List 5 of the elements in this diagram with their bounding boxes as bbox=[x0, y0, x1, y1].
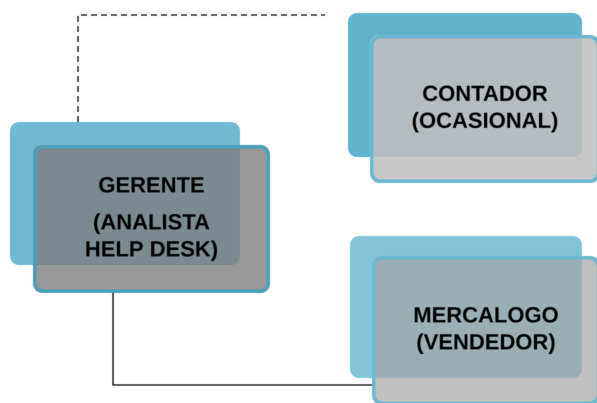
role-box: CONTADOR (OCASIONAL) bbox=[348, 13, 597, 183]
role-box: GERENTE (ANALISTA HELP DESK) bbox=[10, 122, 270, 293]
dashed-connector bbox=[77, 14, 325, 122]
connector bbox=[112, 292, 372, 386]
role-box: MERCALOGO (VENDEDOR) bbox=[350, 236, 597, 403]
